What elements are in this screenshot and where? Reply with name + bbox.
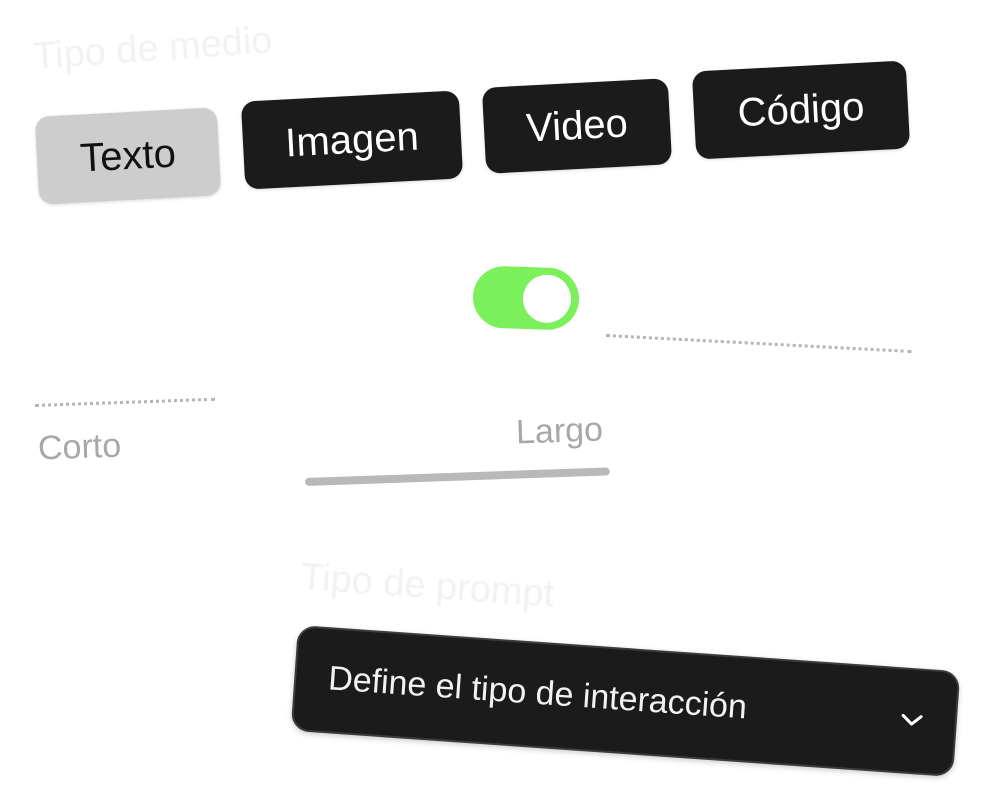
media-option-video[interactable]: Video bbox=[481, 78, 673, 174]
prompt-type-heading: Tipo de prompt bbox=[299, 556, 556, 616]
length-max-label: Largo bbox=[515, 410, 604, 452]
length-slider-track[interactable] bbox=[304, 467, 610, 486]
dropdown-value: Define el tipo de interacción bbox=[327, 659, 749, 727]
length-min-label: Corto bbox=[37, 426, 122, 468]
media-option-texto[interactable]: Texto bbox=[34, 107, 222, 205]
media-option-imagen[interactable]: Imagen bbox=[240, 90, 464, 190]
dotted-divider-right bbox=[605, 334, 912, 354]
prompt-type-dropdown[interactable]: Define el tipo de interacción bbox=[290, 625, 961, 778]
toggle-knob bbox=[522, 273, 572, 324]
chevron-down-icon bbox=[901, 713, 923, 726]
media-type-options: Texto Imagen Video Código bbox=[0, 0, 987, 230]
media-option-codigo[interactable]: Código bbox=[691, 60, 911, 160]
length-toggle[interactable] bbox=[471, 265, 581, 331]
dotted-divider-left bbox=[35, 397, 215, 407]
